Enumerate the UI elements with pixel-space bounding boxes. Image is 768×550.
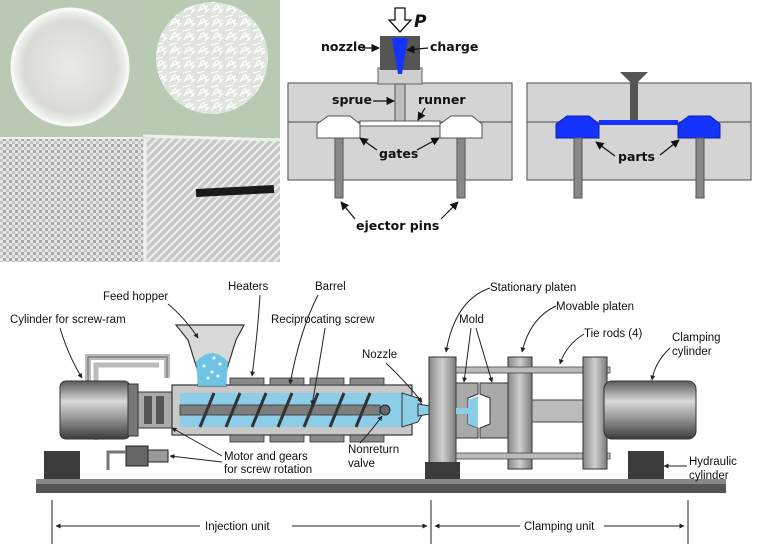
mold-right: parts [526, 72, 752, 199]
injection-molding-machine: Feed hopper Heaters Barrel Cylinder for … [10, 281, 737, 544]
stationary-platen-label: Stationary platen [490, 282, 576, 294]
photo-plain-weave [0, 138, 143, 262]
machine-labels: Feed hopper Heaters Barrel Cylinder for … [10, 281, 737, 482]
barrel-label: Barrel [315, 281, 346, 293]
movable-platen-label: Movable platen [556, 301, 634, 313]
clamping-cylinder-label: cylinder [672, 346, 712, 358]
hydraulic-cylinder [628, 451, 664, 479]
photo-mat [0, 0, 143, 138]
nonreturn-valve-label: valve [348, 458, 375, 470]
charge [392, 38, 408, 74]
photo-twill-weave [146, 138, 280, 262]
tie-rod [455, 366, 611, 374]
nonreturn-valve-label: Nonreturn [348, 444, 399, 456]
molded-part [555, 115, 600, 139]
mold-label: Mold [459, 314, 484, 326]
tie-rods-label: Tie rods (4) [584, 328, 643, 340]
molded-part [677, 115, 721, 139]
photo-chopped-strands [143, 0, 280, 138]
reciprocating-screw-label: Reciprocating screw [271, 314, 375, 326]
clamping-unit-label: Clamping unit [524, 521, 595, 533]
screw-ram-cylinder [59, 380, 131, 440]
cylinder-label: Cylinder for screw-ram [10, 314, 126, 326]
gates-label: gates [379, 146, 418, 161]
clamping-cylinder-label: Clamping [672, 332, 721, 344]
parts-label: parts [618, 149, 655, 164]
unit-dimension-lines: Injection unit Clamping unit [51, 500, 689, 544]
machine-base [36, 483, 726, 493]
sprue-label: sprue [332, 92, 372, 107]
nozzle-machine-label: Nozzle [362, 349, 397, 361]
fiber-photo-collage [0, 0, 281, 262]
hydraulic-cylinder-label: cylinder [689, 470, 729, 482]
mold-left: P nozzle charge sprue runner gates eject… [287, 7, 513, 233]
heaters-label: Heaters [228, 281, 269, 293]
motor-gears-label: for screw rotation [224, 464, 312, 476]
stationary-platen [428, 356, 457, 470]
movable-platen [507, 356, 533, 470]
nozzle-label: nozzle [321, 39, 366, 54]
motor-gears-label: Motor and gears [224, 451, 308, 463]
screw-flights [198, 392, 372, 428]
charge-label: charge [430, 39, 478, 54]
mold-diagram: P nozzle charge sprue runner gates eject… [287, 7, 752, 233]
mold-half [479, 382, 509, 439]
clamping-cylinder [603, 380, 697, 440]
runner-label: runner [418, 92, 466, 107]
injection-unit-label: Injection unit [205, 521, 270, 533]
feed-hopper-label: Feed hopper [103, 291, 168, 303]
pressure-arrow-icon [387, 7, 413, 33]
pressure-label: P [414, 12, 427, 32]
tie-rod [455, 452, 611, 460]
ejector-pins-label: ejector pins [356, 218, 439, 233]
hydraulic-cylinder-label: Hydraulic [689, 456, 737, 468]
